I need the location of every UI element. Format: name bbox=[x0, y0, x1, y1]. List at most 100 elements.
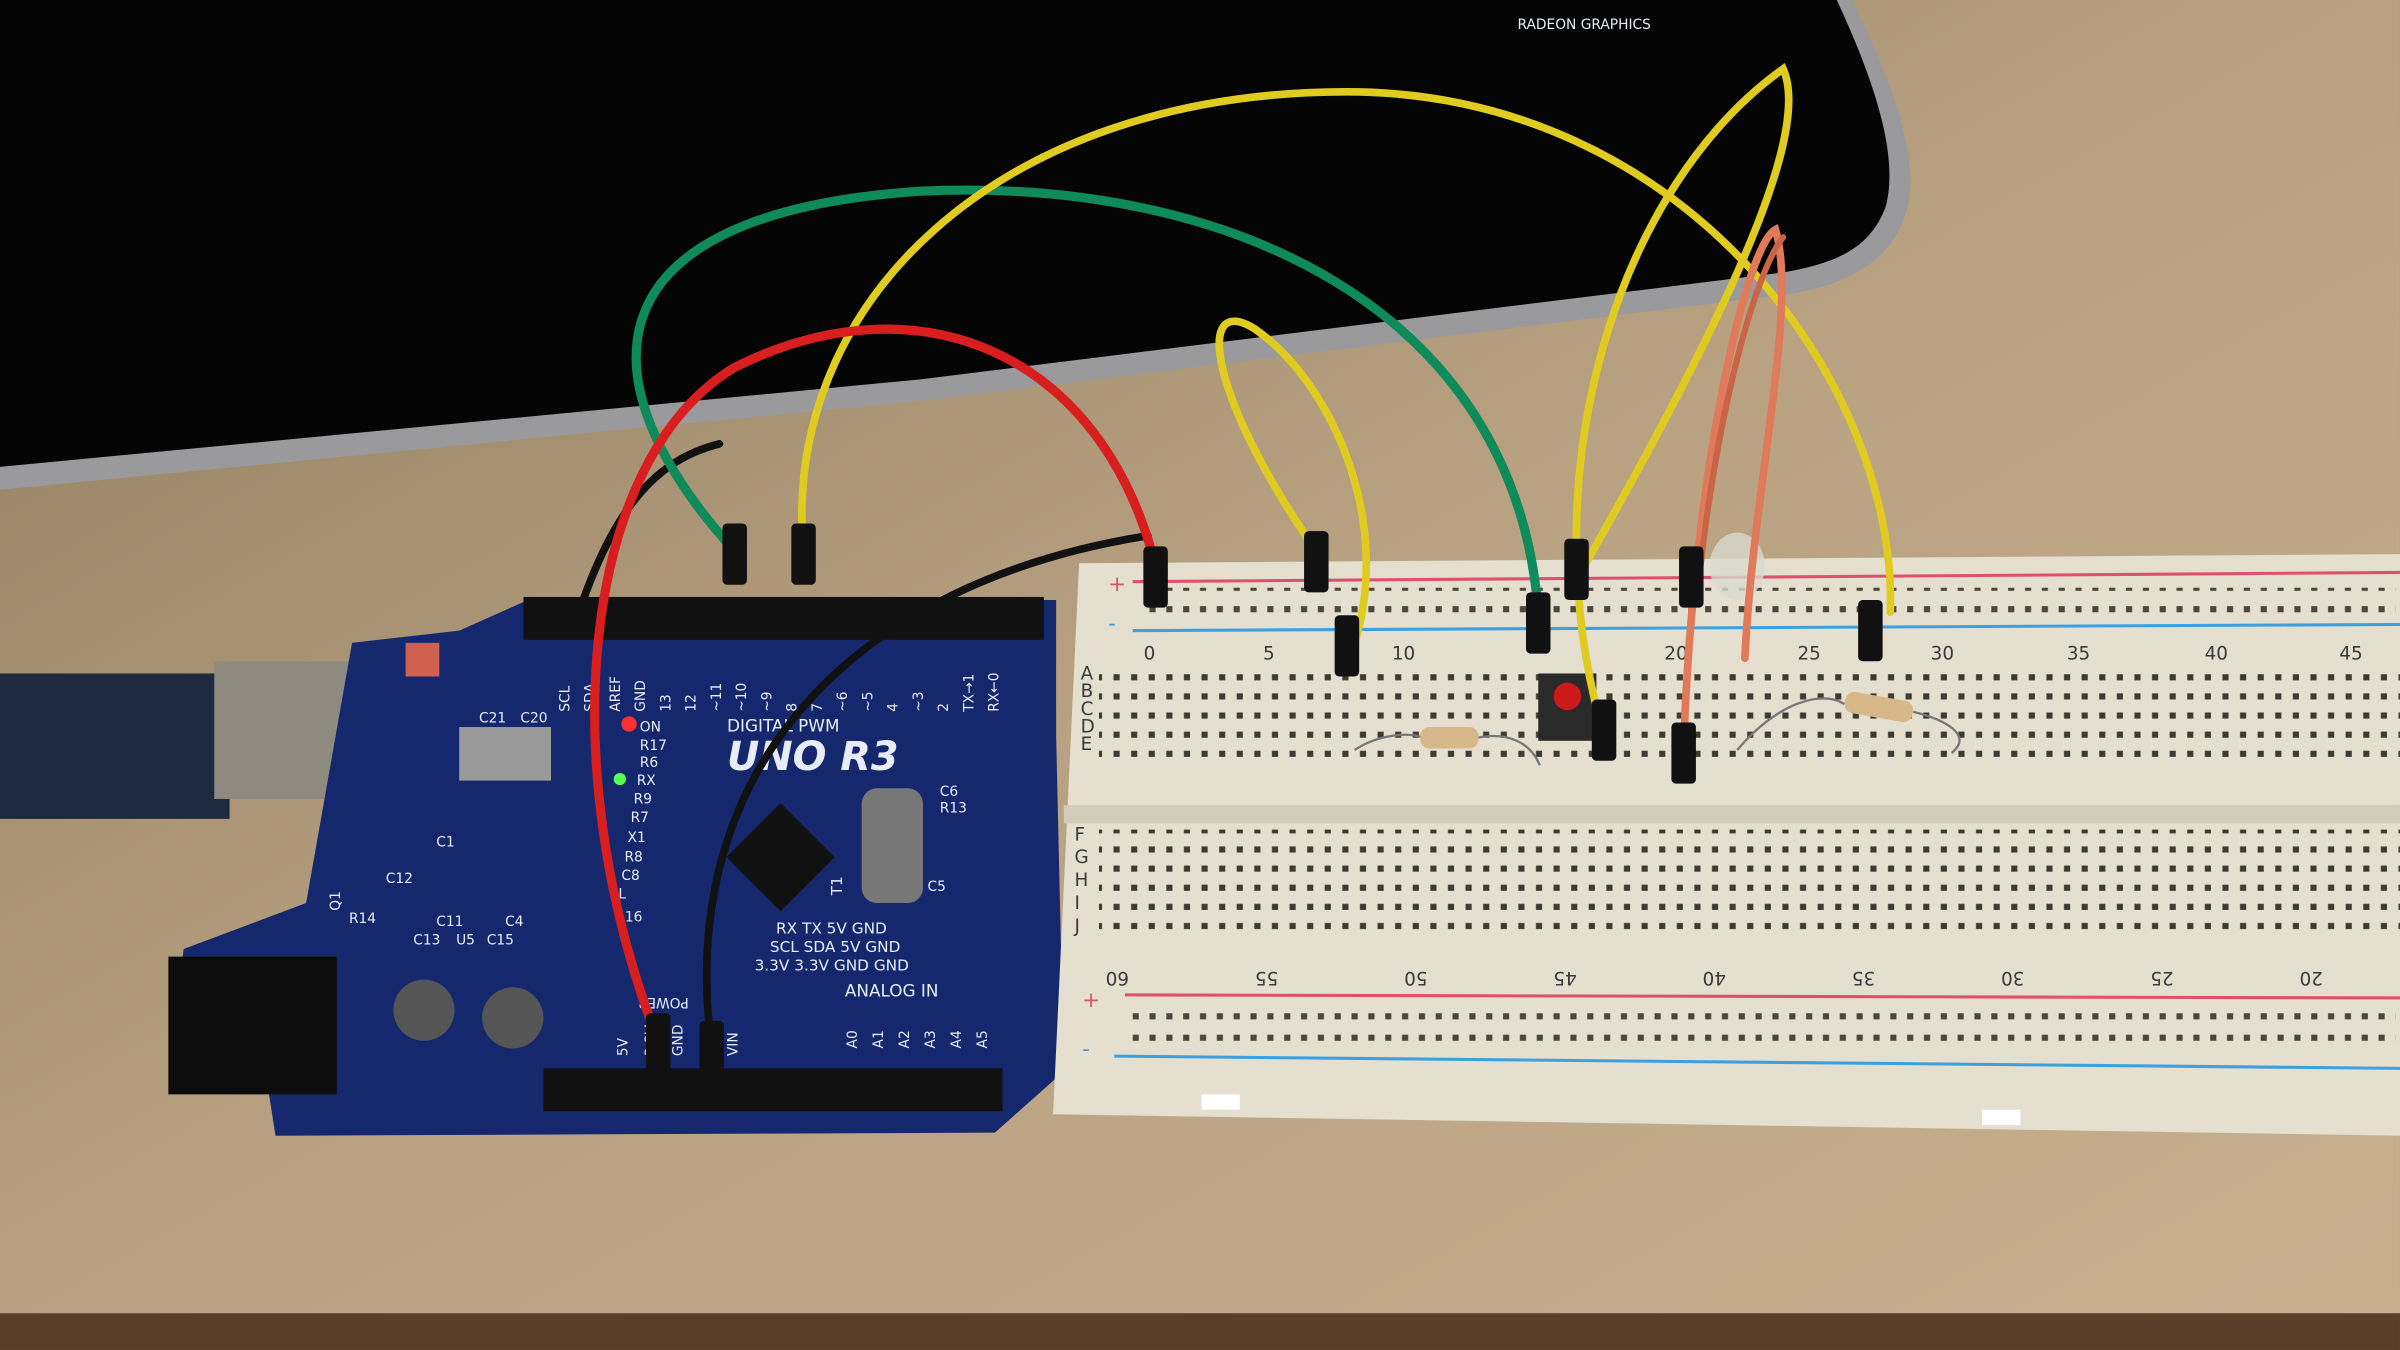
digital-pin-label: GND bbox=[633, 680, 649, 712]
bottom-rail-blue-line bbox=[1114, 1054, 2400, 1070]
digital-pin-label: AREF bbox=[608, 676, 624, 712]
capacitor bbox=[482, 987, 544, 1049]
capacitor bbox=[393, 979, 455, 1041]
jumper-pin-end[interactable] bbox=[1304, 531, 1329, 593]
row-letter: A bbox=[1081, 664, 1094, 685]
analog-pin-label: A0 bbox=[845, 1030, 861, 1048]
column-number: 35 bbox=[1852, 967, 1875, 988]
analog-pin-label: A4 bbox=[949, 1030, 965, 1048]
jumper-pin-end[interactable] bbox=[1564, 538, 1589, 600]
led-label: R6 bbox=[640, 755, 658, 771]
wire-green[interactable] bbox=[631, 185, 1543, 617]
power-pin-label: VIN bbox=[726, 1032, 742, 1056]
power-led bbox=[621, 716, 637, 732]
jumper-pin-end[interactable] bbox=[1143, 546, 1168, 608]
wire-black-background[interactable] bbox=[570, 440, 724, 632]
digital-pin-label: RX←0 bbox=[987, 672, 1003, 711]
digital-pin-label: ~9 bbox=[759, 691, 775, 711]
rail-plus-label: + bbox=[1108, 572, 1126, 597]
bottom-terminal-holes[interactable] bbox=[1098, 829, 2400, 940]
row-letter: I bbox=[1074, 893, 1079, 914]
jumper-pin-end[interactable] bbox=[1591, 699, 1617, 761]
jumper-pin-end[interactable] bbox=[1671, 722, 1696, 784]
microcontroller-chip bbox=[726, 803, 835, 912]
wire-yellow-loop[interactable] bbox=[1572, 63, 1793, 724]
column-number: 5 bbox=[1263, 644, 1275, 665]
column-number: 25 bbox=[1797, 644, 1820, 665]
jumper-pin-end[interactable] bbox=[1526, 592, 1551, 654]
component-label: C6 bbox=[940, 784, 958, 800]
jumper-pin-end[interactable] bbox=[1858, 599, 1883, 662]
column-number: 10 bbox=[1392, 644, 1415, 665]
column-number: 50 bbox=[1404, 967, 1427, 988]
rail-plus-label: + bbox=[1082, 988, 1100, 1013]
analog-pin-label: A1 bbox=[871, 1030, 887, 1048]
analog-pin-label: A3 bbox=[923, 1030, 939, 1048]
jumper-pin-end[interactable] bbox=[645, 1013, 671, 1075]
component-label: U5 bbox=[456, 932, 475, 948]
jumper-pin-end[interactable] bbox=[1334, 615, 1360, 677]
analog-pin-label: A2 bbox=[897, 1030, 913, 1048]
reset-button[interactable] bbox=[405, 642, 440, 677]
led-label: ON bbox=[640, 720, 661, 736]
row-letter: J bbox=[1073, 916, 1079, 937]
component-label: R13 bbox=[940, 801, 967, 817]
jumper-wires bbox=[570, 63, 1895, 1053]
component-label: C1 bbox=[436, 834, 454, 850]
component-label: C4 bbox=[505, 914, 523, 930]
wire-yellow-short[interactable] bbox=[1215, 317, 1371, 647]
digital-pin-label: 7 bbox=[810, 703, 826, 712]
power-pin-label: GND bbox=[671, 1025, 687, 1057]
usb-cable bbox=[0, 673, 230, 819]
led-label: L bbox=[618, 886, 626, 902]
component-label: C13 bbox=[413, 932, 440, 948]
column-number: 60 bbox=[1106, 967, 1129, 988]
digital-header bbox=[523, 596, 1044, 640]
wire-salmon[interactable] bbox=[1679, 224, 1786, 754]
push-button-cap[interactable] bbox=[1553, 682, 1582, 711]
top-rail-holes[interactable] bbox=[1140, 587, 2396, 625]
analog-label: ANALOG IN bbox=[845, 980, 939, 1000]
icsp-label: 3.3V 3.3V GND GND bbox=[755, 956, 909, 974]
led-label: R17 bbox=[640, 738, 667, 754]
wire-black[interactable] bbox=[703, 531, 1152, 1053]
component-label: C12 bbox=[386, 871, 413, 887]
component-label: T1 bbox=[828, 876, 846, 896]
wire-red[interactable] bbox=[590, 324, 1161, 1046]
jumper-pin-ends bbox=[645, 523, 1883, 1083]
column-number: 20 bbox=[1664, 644, 1687, 665]
power-pin-label: 5V bbox=[616, 1037, 632, 1056]
component-label: C11 bbox=[436, 914, 463, 930]
jumper-pin-end[interactable] bbox=[699, 1020, 724, 1083]
component-label: C20 bbox=[520, 710, 547, 726]
led-label: C8 bbox=[621, 868, 639, 884]
row-letter: E bbox=[1081, 734, 1093, 755]
led-label: RX bbox=[637, 773, 656, 789]
bottom-rail-red-line bbox=[1124, 993, 2400, 1000]
column-number: 30 bbox=[1931, 644, 1954, 665]
jumper-pin-end[interactable] bbox=[1679, 546, 1704, 608]
component-label: Q1 bbox=[328, 891, 344, 911]
digital-pin-label: 12 bbox=[684, 694, 700, 712]
rail-minus-label: - bbox=[1108, 612, 1116, 637]
column-number: 45 bbox=[1553, 967, 1576, 988]
jumper-pin-end[interactable] bbox=[791, 523, 816, 585]
laptop-lid bbox=[0, 0, 1890, 467]
row-letter: C bbox=[1081, 699, 1094, 720]
breadboard-tab bbox=[1982, 1109, 2021, 1125]
row-letter: G bbox=[1074, 847, 1088, 868]
column-number: 40 bbox=[2205, 644, 2228, 665]
row-letter: F bbox=[1074, 824, 1085, 845]
column-number: 35 bbox=[2067, 644, 2090, 665]
digital-pin-label: SCL bbox=[557, 685, 573, 711]
jumper-pin-end[interactable] bbox=[722, 523, 747, 585]
top-terminal-holes[interactable] bbox=[1098, 667, 2400, 769]
digital-pin-label: 4 bbox=[886, 703, 902, 712]
column-number: 45 bbox=[2339, 644, 2362, 665]
digital-pin-label: 13 bbox=[658, 694, 674, 712]
wire-salmon-2[interactable] bbox=[1695, 234, 1787, 585]
led-label: X1 bbox=[628, 830, 646, 846]
bottom-rail-holes[interactable] bbox=[1132, 1004, 2396, 1050]
